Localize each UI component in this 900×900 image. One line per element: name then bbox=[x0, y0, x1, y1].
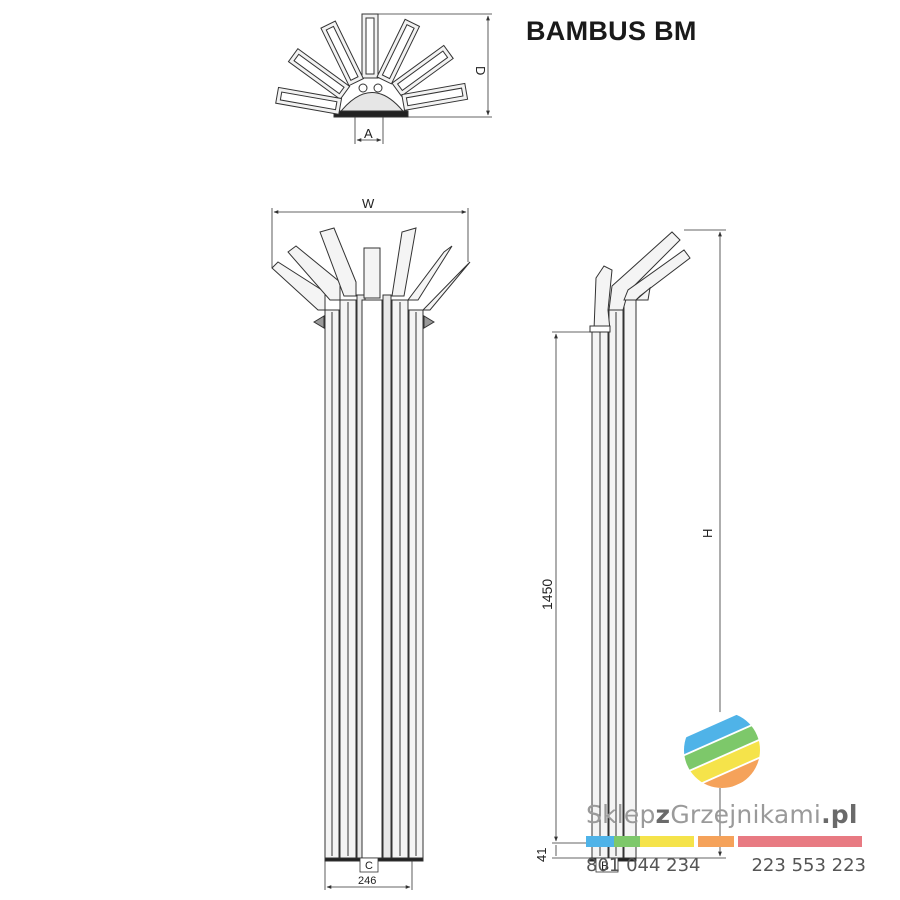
dimension-1450 bbox=[552, 331, 594, 844]
brand-prefix: Sklep bbox=[586, 800, 656, 829]
brand-bar-yellow bbox=[640, 836, 694, 847]
brand-tld: .pl bbox=[821, 800, 858, 829]
front-view bbox=[271, 227, 471, 862]
page-title: BAMBUS BM bbox=[526, 16, 697, 46]
dimension-b-label: B bbox=[601, 859, 609, 873]
dimension-246-label: 246 bbox=[358, 875, 376, 887]
dimension-41-label: 41 bbox=[534, 848, 549, 862]
top-view bbox=[275, 13, 469, 118]
brand-main: Grzejnikami bbox=[670, 800, 822, 829]
brand-bar-blue bbox=[586, 836, 614, 847]
brand-bar-pink bbox=[738, 836, 862, 847]
dimension-w bbox=[271, 208, 469, 268]
dimension-c bbox=[359, 857, 379, 873]
dimension-h-label: H bbox=[700, 529, 715, 538]
dimension-c-label: C bbox=[365, 860, 373, 872]
dimension-41 bbox=[552, 845, 594, 859]
dimension-1450-label: 1450 bbox=[539, 579, 555, 610]
side-view bbox=[589, 231, 691, 862]
dimension-a bbox=[354, 117, 384, 144]
phone-number-2: 223 553 223 bbox=[751, 855, 866, 876]
dimension-246 bbox=[324, 860, 413, 890]
brand-logo-text: SklepzGrzejnikami.pl bbox=[586, 800, 858, 829]
dimension-w-label: W bbox=[362, 196, 375, 211]
phone-number-1: 801 044 234 bbox=[586, 855, 701, 876]
brand-bar-green bbox=[614, 836, 640, 847]
dimension-d-label: D bbox=[473, 66, 488, 75]
brand-z: z bbox=[655, 800, 671, 829]
dimension-d bbox=[378, 13, 492, 118]
dimension-b bbox=[595, 857, 619, 873]
dimension-a-label: A bbox=[364, 126, 373, 141]
brand-bar-orange bbox=[698, 836, 734, 847]
phone-numbers: 801 044 234 223 553 223 bbox=[586, 855, 866, 876]
